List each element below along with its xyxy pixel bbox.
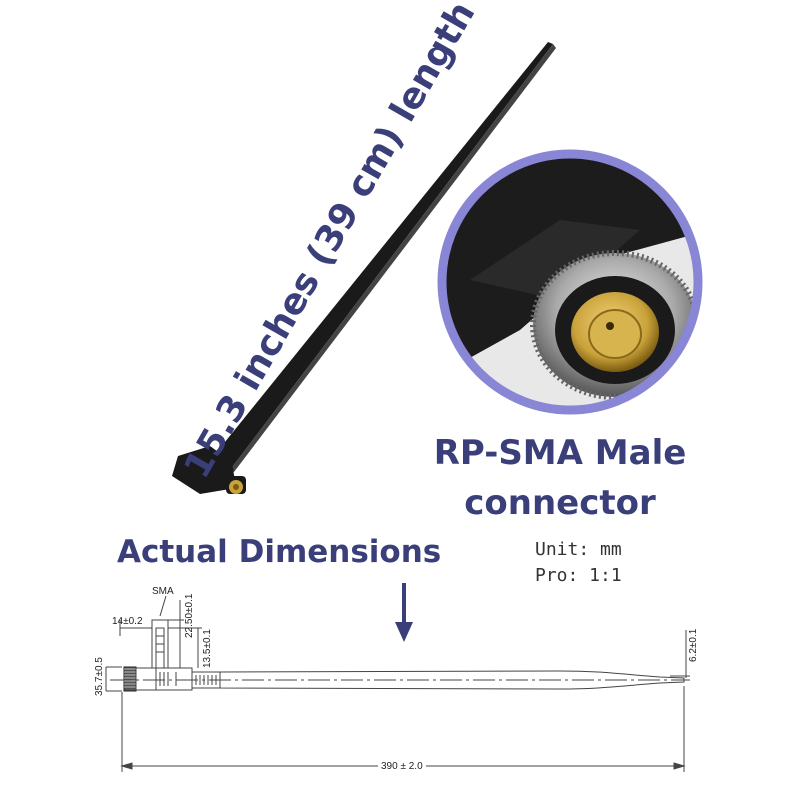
sma-label: SMA [152, 586, 174, 597]
down-arrow-icon [395, 583, 413, 642]
width-14-label: 14±0.2 [112, 616, 143, 627]
total-length-label: 390 ± 2.0 [378, 761, 426, 772]
height-13-label: 13.5±0.1 [202, 629, 213, 668]
pro-line: Pro: 1:1 [535, 565, 622, 586]
diameter-35-label: 35.7±0.5 [94, 657, 105, 696]
connector-label-line2: connector [464, 483, 656, 523]
tip-6-label: 6.2±0.1 [688, 628, 699, 662]
connector-zoom-circle [437, 149, 703, 415]
connector-label-line1: RP-SMA Male [433, 433, 687, 473]
unit-line: Unit: mm [535, 539, 622, 560]
height-22-label: 22.50±0.1 [184, 593, 195, 638]
antenna-illustration [172, 42, 556, 494]
unit-info: Unit: mm Pro: 1:1 [535, 537, 622, 589]
dimensions-title: Actual Dimensions [117, 534, 442, 570]
connector-label: RP-SMA Male connector [420, 428, 700, 528]
